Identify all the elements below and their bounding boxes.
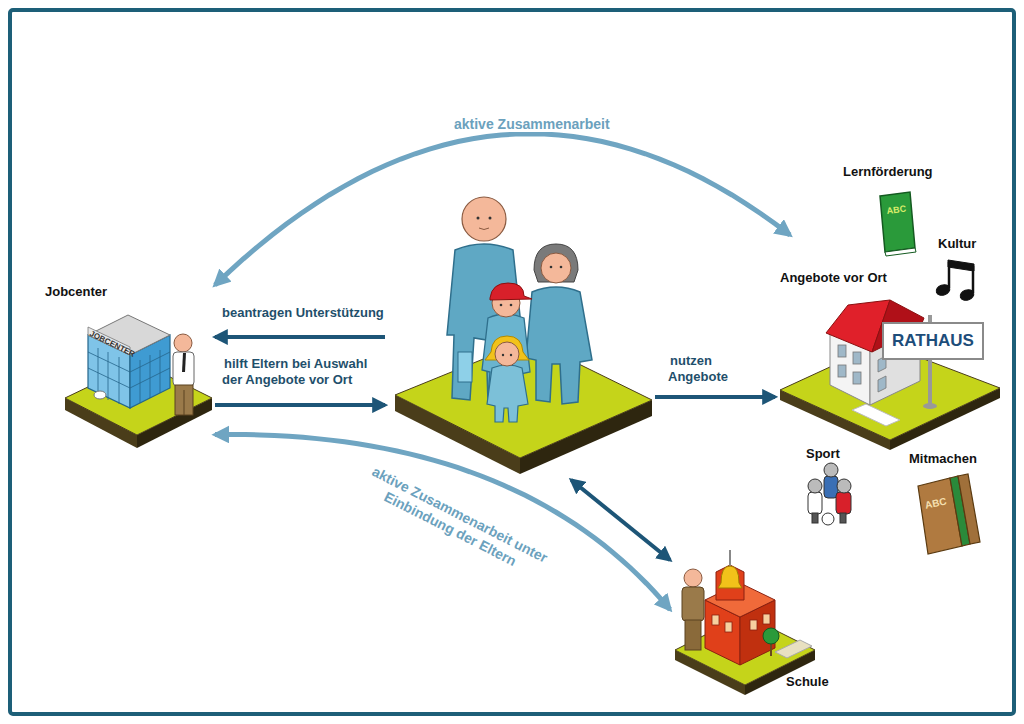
rathaus-sign: RATHAUS (883, 323, 983, 359)
connector-arrow (571, 480, 670, 560)
edge-label: nutzen Angebote (668, 353, 743, 384)
family-illustration (395, 197, 652, 474)
node-label: Schule (786, 675, 829, 690)
edge-label: beantragen Unterstützung (220, 305, 420, 321)
sport-icon (808, 463, 851, 525)
connector-arrow (215, 134, 790, 285)
edge-label: hilft Eltern bei Auswahl der Angebote vo… (222, 356, 387, 387)
book-icon (880, 192, 916, 256)
music-note-icon (935, 260, 976, 302)
schule-node: Schule (670, 545, 840, 695)
book-text: ABC (886, 204, 907, 217)
edge-label: aktive Zusammenarbeit unter Einbindung d… (358, 461, 551, 582)
schule-illustration (675, 550, 815, 695)
connector-arrow (215, 403, 385, 407)
books-icon (918, 474, 980, 554)
edge-label: aktive Zusammenarbeit (452, 116, 632, 133)
jobcenter-node: JobcenterJOBCENTER (40, 285, 215, 455)
rathaus-node: Angebote vor OrtRATHAUS (775, 235, 1005, 455)
connector-arrow (215, 335, 385, 339)
family-node (385, 195, 655, 480)
node-heading: Jobcenter (45, 285, 107, 300)
offer-label: Kultur (938, 237, 976, 252)
connector-arrow (215, 434, 670, 609)
offer-label: Sport (806, 447, 840, 462)
jobcenter-illustration (65, 315, 212, 448)
book-text: ABC (924, 495, 948, 511)
offer-label: Mitmachen (909, 452, 977, 467)
node-heading: Angebote vor Ort (780, 271, 887, 286)
connector-arrow (655, 395, 775, 399)
frame (10, 10, 1014, 714)
rathaus-illustration (780, 300, 1000, 450)
offer-label: Lernförderung (843, 165, 933, 180)
building-sign: JOBCENTER (88, 329, 136, 359)
